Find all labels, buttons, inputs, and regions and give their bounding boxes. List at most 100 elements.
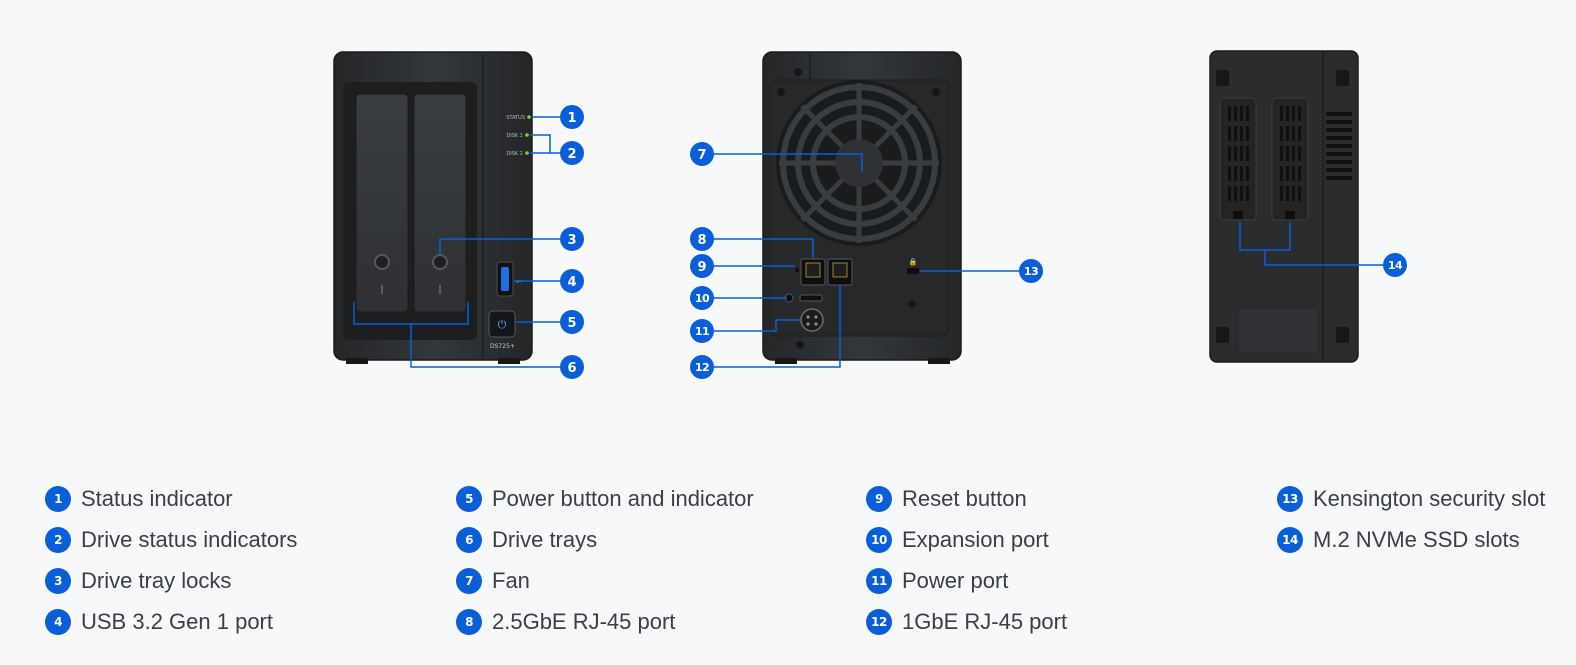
legend-label: Kensington security slot: [1313, 485, 1546, 511]
power-icon: ⏻: [498, 318, 507, 331]
legend-label: Status indicator: [81, 485, 233, 511]
callout-5: 5: [560, 310, 584, 334]
callout-10: 10: [690, 286, 714, 310]
disk1-led-label: DISK 1: [506, 133, 523, 139]
callout-1: 1: [560, 105, 584, 129]
legend-item: 10 Expansion port: [866, 519, 1067, 560]
legend-item: 3 Drive tray locks: [45, 560, 297, 601]
legend-label: 1GbE RJ-45 port: [902, 608, 1068, 634]
legend-number-badge: 2: [45, 526, 71, 553]
legend-number-badge: 5: [456, 485, 482, 512]
callout-11: 11: [690, 319, 714, 343]
svg-text:10: 10: [695, 292, 710, 305]
legend-number-badge: 12: [866, 608, 892, 635]
expansion-port[interactable]: [784, 293, 823, 303]
m2-slot-2[interactable]: [1271, 97, 1309, 221]
legend-number-badge: 10: [866, 526, 892, 553]
legend-column-3: 9 Reset button 10 Expansion port 11 Powe…: [866, 478, 1067, 642]
status-led: [527, 115, 531, 119]
legend-column-4: 13 Kensington security slot 14 M.2 NVMe …: [1277, 478, 1545, 560]
callout-3: 3: [560, 227, 584, 251]
legend-label: Reset button: [902, 485, 1027, 511]
drive-tray-1[interactable]: [355, 93, 409, 313]
svg-text:5: 5: [567, 316, 576, 331]
legend-number-badge: 11: [866, 567, 892, 594]
legend-number-badge: 4: [45, 608, 71, 635]
svg-text:9: 9: [697, 260, 706, 275]
svg-text:13: 13: [1024, 265, 1038, 278]
legend-column-2: 5 Power button and indicator 6 Drive tra…: [456, 478, 754, 642]
bottom-view: [1209, 50, 1359, 363]
legend-number-badge: 7: [456, 567, 482, 594]
legend-number-badge: 13: [1277, 485, 1303, 512]
legend-item: 6 Drive trays: [456, 519, 754, 560]
legend-label: Power button and indicator: [492, 485, 754, 511]
usb-port[interactable]: [496, 261, 514, 297]
legend-number-badge: 6: [456, 526, 482, 553]
reset-button[interactable]: [795, 268, 799, 272]
svg-text:7: 7: [697, 148, 706, 163]
power-button[interactable]: ⏻: [488, 310, 516, 338]
rj45-2-5gbe-port[interactable]: [800, 258, 826, 286]
svg-text:1: 1: [567, 111, 576, 126]
callout-13: 13: [1019, 259, 1043, 283]
svg-text:14: 14: [1388, 259, 1403, 272]
front-view: STATUS DISK 1 DISK 2 ⭠ ⏻ DS725+: [333, 51, 533, 364]
callout-2: 2: [560, 141, 584, 165]
callout-9: 9: [690, 254, 714, 278]
legend-label: USB 3.2 Gen 1 port: [81, 608, 273, 634]
legend-item: 14 M.2 NVMe SSD slots: [1277, 519, 1545, 560]
legend-label: Drive tray locks: [81, 567, 232, 593]
disk2-led-label: DISK 2: [506, 151, 523, 157]
legend-item: 4 USB 3.2 Gen 1 port: [45, 601, 297, 642]
callout-6: 6: [560, 355, 584, 379]
legend-item: 12 1GbE RJ-45 port: [866, 601, 1067, 642]
model-label: DS725+: [490, 343, 515, 350]
kensington-slot[interactable]: 🔒: [907, 258, 919, 274]
fan: [776, 80, 942, 246]
legend-label: Fan: [492, 567, 530, 593]
svg-text:6: 6: [567, 361, 576, 376]
callout-14: 14: [1383, 253, 1407, 277]
device-diagram: STATUS DISK 1 DISK 2 ⭠ ⏻ DS725+: [333, 50, 1407, 379]
legend-number-badge: 8: [456, 608, 482, 635]
back-view: 🔒: [762, 51, 962, 364]
svg-text:11: 11: [695, 325, 709, 338]
legend-label: Expansion port: [902, 526, 1049, 552]
legend-item: 1 Status indicator: [45, 478, 297, 519]
legend-item: 2 Drive status indicators: [45, 519, 297, 560]
svg-text:8: 8: [697, 233, 706, 248]
legend: 1 Status indicator 2 Drive status indica…: [45, 478, 1576, 648]
legend-label: Drive trays: [492, 526, 598, 552]
legend-item: 11 Power port: [866, 560, 1067, 601]
legend-number-badge: 1: [45, 485, 71, 512]
drive-tray-2[interactable]: [413, 93, 467, 313]
leader-lines: [353, 116, 1383, 368]
callout-12: 12: [690, 355, 714, 379]
svg-text:4: 4: [567, 275, 576, 290]
power-port[interactable]: [800, 308, 824, 332]
svg-text:3: 3: [567, 233, 576, 248]
legend-item: 8 2.5GbE RJ-45 port: [456, 601, 754, 642]
m2-slot-1[interactable]: [1219, 97, 1257, 221]
callout-8: 8: [690, 227, 714, 251]
svg-text:12: 12: [695, 361, 709, 374]
legend-number-badge: 14: [1277, 526, 1303, 553]
legend-label: 2.5GbE RJ-45 port: [492, 608, 676, 634]
callout-7: 7: [690, 142, 714, 166]
vent-grille: [1326, 112, 1352, 180]
legend-label: Drive status indicators: [81, 526, 298, 552]
legend-item: 7 Fan: [456, 560, 754, 601]
disk2-led: [525, 151, 529, 155]
status-led-label: STATUS: [506, 115, 525, 121]
legend-number-badge: 3: [45, 567, 71, 594]
svg-text:2: 2: [567, 147, 576, 162]
legend-item: 13 Kensington security slot: [1277, 478, 1545, 519]
legend-column-1: 1 Status indicator 2 Drive status indica…: [45, 478, 297, 642]
lock-icon: 🔒: [909, 258, 918, 266]
disk1-led: [525, 133, 529, 137]
rj45-1gbe-port[interactable]: [827, 258, 853, 286]
legend-item: 9 Reset button: [866, 478, 1067, 519]
callout-4: 4: [560, 269, 584, 293]
legend-item: 5 Power button and indicator: [456, 478, 754, 519]
